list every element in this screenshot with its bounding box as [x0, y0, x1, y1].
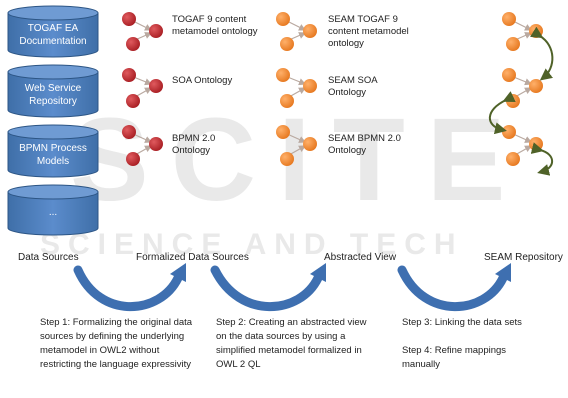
stage-abstracted: Abstracted View	[324, 252, 397, 263]
watermark-small: SCIENCE AND TECH	[40, 228, 464, 261]
step1-arrow	[73, 263, 186, 312]
abstracted-label-soa: SEAM SOA Ontology	[328, 75, 378, 98]
orange-graph-1	[276, 12, 317, 51]
formalized-label-togaf: TOGAF 9 content metamodel ontology	[172, 14, 258, 37]
step2-text: Step 2: Creating an abstracted view on t…	[216, 317, 367, 370]
red-graph-1	[122, 12, 163, 51]
database-togaf	[7, 5, 99, 58]
database-web-service	[7, 64, 99, 118]
step3-arrow	[397, 263, 511, 312]
link-arrow-top	[530, 26, 554, 81]
stage-formalized: Formalized Data Sources	[136, 252, 249, 263]
link-arrow-mid	[488, 91, 516, 135]
stage-data-sources: Data Sources	[18, 252, 79, 263]
step3-text: Step 3: Linking the data sets	[402, 317, 522, 328]
link-arrow-low	[530, 142, 554, 176]
abstracted-label-togaf: SEAM TOGAF 9 content metamodel ontology	[328, 14, 409, 49]
db-label-togaf: TOGAF EA Documentation	[19, 23, 87, 47]
repository-graph-3	[502, 125, 543, 166]
red-graph-2	[122, 68, 163, 108]
red-graph-3	[122, 125, 163, 166]
repository-graph-2	[502, 68, 543, 108]
stage-repository: SEAM Repository	[484, 252, 563, 263]
step4-text: Step 4: Refine mappings manually	[402, 345, 507, 370]
abstracted-label-bpmn: SEAM BPMN 2.0 Ontology	[328, 133, 401, 156]
database-more	[7, 184, 99, 236]
db-label-more: ...	[48, 207, 58, 218]
formalized-label-soa: SOA Ontology	[172, 75, 233, 86]
orange-graph-2	[276, 68, 317, 108]
db-label-bpmn: BPMN Process Models	[19, 143, 87, 167]
repository-graph-1	[502, 12, 543, 51]
step1-text: Step 1: Formalizing the original data so…	[40, 317, 193, 370]
formalized-label-bpmn: BPMN 2.0 Ontology	[172, 133, 216, 156]
step2-arrow	[210, 263, 326, 312]
database-bpmn	[7, 124, 99, 178]
db-label-web-service: Web Service Repository	[24, 83, 82, 107]
orange-graph-3	[276, 125, 317, 166]
